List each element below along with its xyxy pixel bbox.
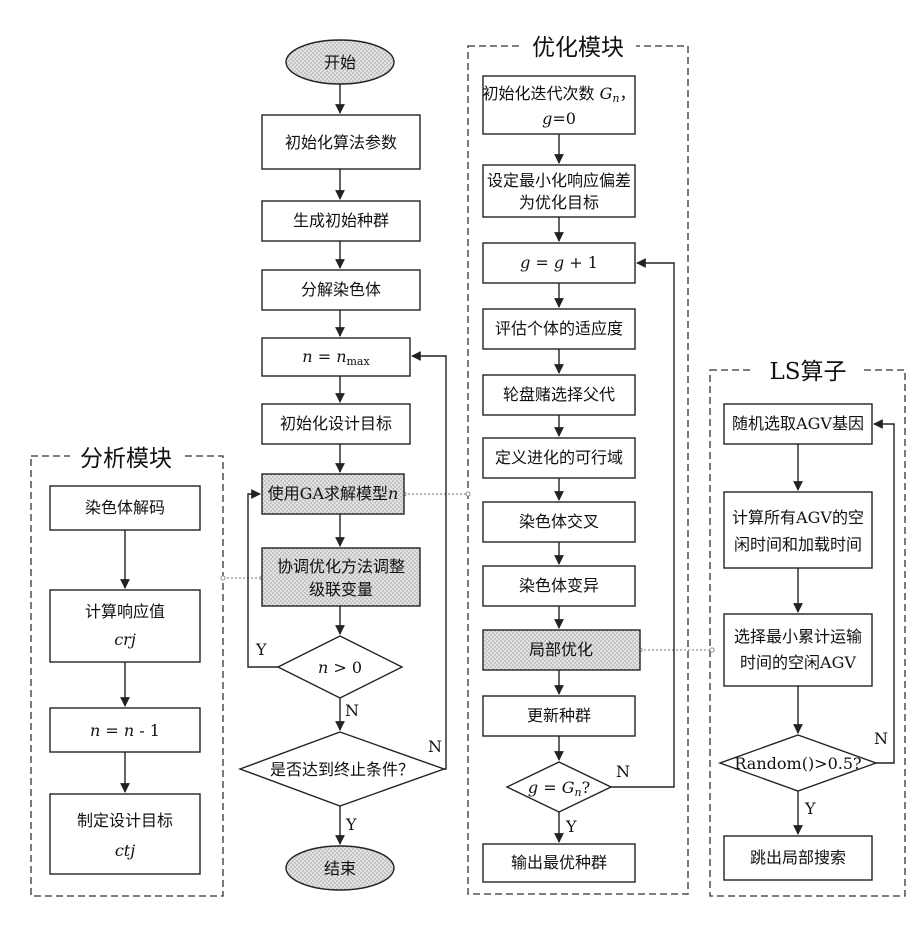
coordination-adjust-line1: 协调优化方法调整 bbox=[277, 557, 405, 576]
set-goal-line1: 设定最小化响应偏差 bbox=[487, 171, 631, 190]
init-params-box: 初始化算法参数 bbox=[262, 115, 420, 169]
random-check-yes: Y bbox=[804, 799, 816, 818]
set-target-line1: 制定设计目标 bbox=[77, 811, 173, 830]
g-increment-box: g = g + 1 bbox=[483, 243, 635, 283]
termination-yes: Y bbox=[345, 815, 357, 834]
optimization-module-title: 优化模块 bbox=[532, 35, 624, 61]
random-check-decision: Random()>0.5? bbox=[720, 735, 876, 791]
main-flow: 开始 初始化算法参数 生成初始种群 分解染色体 n = nmax 初始化设计目标 bbox=[240, 40, 446, 890]
termination-no: N bbox=[428, 737, 442, 756]
local-optimization-label: 局部优化 bbox=[529, 640, 593, 659]
output-best-label: 输出最优种群 bbox=[511, 853, 607, 872]
ls-module-title: LS算子 bbox=[769, 359, 846, 385]
analysis-module-title: 分析模块 bbox=[80, 446, 172, 472]
init-params-label: 初始化算法参数 bbox=[285, 133, 397, 152]
exit-search-label: 跳出局部搜索 bbox=[750, 848, 846, 867]
gen-population-label: 生成初始种群 bbox=[293, 211, 389, 230]
n-decrement-label: n = n - 1 bbox=[90, 721, 160, 740]
optimization-flow: 初始化迭代次数 Gn， g=0 设定最小化响应偏差 为优化目标 g = g + … bbox=[483, 76, 674, 882]
response-line2: crj bbox=[114, 630, 136, 649]
crossover-label: 染色体交叉 bbox=[519, 512, 599, 531]
local-optimization-box: 局部优化 bbox=[483, 630, 640, 670]
analysis-flow: 染色体解码 计算响应值 crj n = n - 1 制定设计目标 ctj bbox=[50, 486, 200, 874]
n-positive-decision: n > 0 bbox=[278, 636, 402, 698]
n-positive-label: n > 0 bbox=[318, 658, 362, 677]
init-iter-box: 初始化迭代次数 Gn， g=0 bbox=[483, 76, 636, 134]
set-goal-box: 设定最小化响应偏差 为优化目标 bbox=[483, 165, 635, 217]
random-check-label: Random()>0.5? bbox=[734, 754, 861, 773]
decompose-label: 分解染色体 bbox=[301, 280, 381, 299]
random-pick-label: 随机选取AGV基因 bbox=[732, 414, 864, 433]
roulette-label: 轮盘赌选择父代 bbox=[503, 385, 615, 404]
ga-solve-box: 使用GA求解模型n bbox=[262, 474, 404, 514]
ga-solve-label: 使用GA求解模型n bbox=[268, 484, 399, 503]
calc-time-line1: 计算所有AGV的空 bbox=[732, 508, 864, 527]
init-target-label: 初始化设计目标 bbox=[280, 414, 392, 433]
set-goal-line2: 为优化目标 bbox=[519, 193, 599, 212]
g-equals-label: g = Gn? bbox=[528, 778, 590, 799]
exit-search-box: 跳出局部搜索 bbox=[724, 836, 872, 880]
g-increment-label: g = g + 1 bbox=[520, 253, 598, 272]
random-pick-box: 随机选取AGV基因 bbox=[724, 404, 872, 444]
select-agv-line2: 时间的空闲AGV bbox=[740, 653, 856, 672]
fitness-box: 评估个体的适应度 bbox=[483, 309, 635, 349]
crossover-box: 染色体交叉 bbox=[483, 502, 635, 542]
n-assign-box: n = nmax bbox=[262, 338, 410, 376]
update-population-box: 更新种群 bbox=[483, 696, 635, 736]
output-best-box: 输出最优种群 bbox=[483, 844, 635, 882]
g-equals-no: N bbox=[616, 762, 630, 781]
end-label: 结束 bbox=[324, 859, 356, 878]
mutation-box: 染色体变异 bbox=[483, 566, 635, 606]
coordination-adjust-line2: 级联变量 bbox=[309, 580, 373, 599]
fitness-label: 评估个体的适应度 bbox=[495, 319, 623, 338]
feasible-region-label: 定义进化的可行域 bbox=[495, 448, 623, 467]
n-positive-no: N bbox=[345, 701, 359, 720]
coordination-adjust-box: 协调优化方法调整 级联变量 bbox=[262, 548, 420, 606]
set-target-box: 制定设计目标 ctj bbox=[50, 794, 200, 874]
end-terminal: 结束 bbox=[286, 846, 394, 890]
response-box: 计算响应值 crj bbox=[50, 590, 200, 662]
roulette-box: 轮盘赌选择父代 bbox=[483, 375, 635, 415]
random-check-no: N bbox=[874, 729, 888, 748]
update-population-label: 更新种群 bbox=[527, 706, 591, 725]
feasible-region-box: 定义进化的可行域 bbox=[483, 438, 635, 478]
select-agv-line1: 选择最小累计运输 bbox=[734, 627, 862, 646]
decode-box: 染色体解码 bbox=[50, 486, 200, 530]
calc-time-box: 计算所有AGV的空 闲时间和加载时间 bbox=[724, 492, 872, 568]
n-positive-yes: Y bbox=[255, 640, 267, 659]
termination-label: 是否达到终止条件？ bbox=[270, 760, 414, 779]
calc-time-line2: 闲时间和加载时间 bbox=[734, 535, 862, 554]
decompose-box: 分解染色体 bbox=[262, 270, 420, 310]
decode-label: 染色体解码 bbox=[85, 498, 165, 517]
gen-population-box: 生成初始种群 bbox=[262, 201, 420, 241]
mutation-label: 染色体变异 bbox=[519, 576, 599, 595]
ls-flow: 随机选取AGV基因 计算所有AGV的空 闲时间和加载时间 选择最小累计运输 时间… bbox=[720, 404, 894, 880]
select-agv-box: 选择最小累计运输 时间的空闲AGV bbox=[724, 614, 872, 686]
start-terminal: 开始 bbox=[286, 40, 394, 84]
response-line1: 计算响应值 bbox=[85, 602, 165, 621]
termination-decision: 是否达到终止条件？ bbox=[240, 732, 444, 806]
n-decrement-box: n = n - 1 bbox=[50, 708, 200, 752]
init-iter-line2: g=0 bbox=[542, 109, 576, 128]
g-equals-yes: Y bbox=[565, 817, 577, 836]
start-label: 开始 bbox=[324, 53, 356, 72]
init-target-box: 初始化设计目标 bbox=[262, 404, 410, 444]
g-equals-decision: g = Gn? bbox=[507, 762, 611, 812]
set-target-line2: ctj bbox=[115, 841, 135, 860]
